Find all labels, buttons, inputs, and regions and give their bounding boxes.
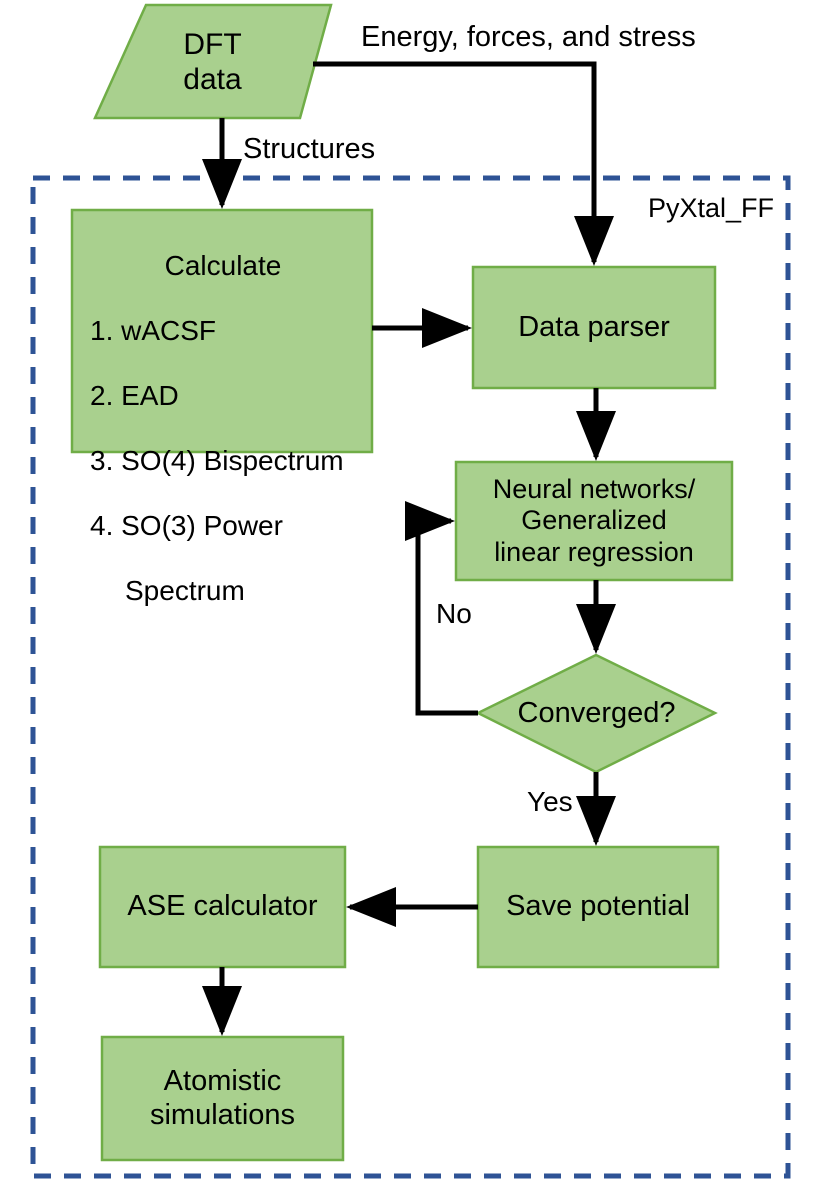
node-data-parser-shape[interactable] [471,265,717,390]
edge-dft-to-parser [313,61,614,267]
node-dft-data-shape[interactable] [93,3,333,120]
container-label-pyxtal-ff: PyXtal_FF [648,193,775,223]
node-converged-shape[interactable] [475,653,718,774]
node-ase-calculator-shape[interactable] [98,845,347,969]
node-atomistic-simulations-shape[interactable] [100,1035,345,1162]
edge-label-yes: Yes [527,786,573,817]
edge-label-energy-forces-stress: Energy, forces, and stress [361,21,696,53]
pyxtal-ff-container-border [30,175,791,1179]
node-calculate-shape[interactable] [70,208,374,454]
node-model-shape[interactable] [454,460,734,582]
node-save-potential-shape[interactable] [476,845,720,969]
edge-label-no: No [436,598,472,629]
edge-label-structures: Structures [243,133,376,165]
edge-converged-no-to-model [405,501,478,716]
